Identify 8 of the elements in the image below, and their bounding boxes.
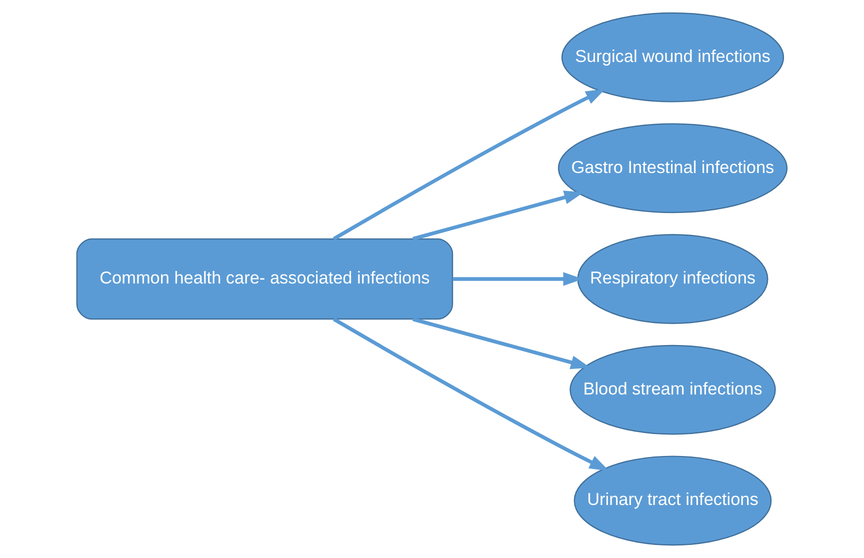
node-box: Common health care- associated infections — [76, 238, 454, 320]
arrow — [332, 318, 610, 471]
node-ellipse: Respiratory infections — [577, 234, 768, 324]
arrow — [412, 190, 584, 241]
arrow — [412, 317, 591, 370]
node-ellipse: Gastro Intestinal infections — [558, 123, 788, 214]
node-ellipse: Surgical wound infections — [561, 12, 784, 102]
arrow — [332, 88, 606, 240]
